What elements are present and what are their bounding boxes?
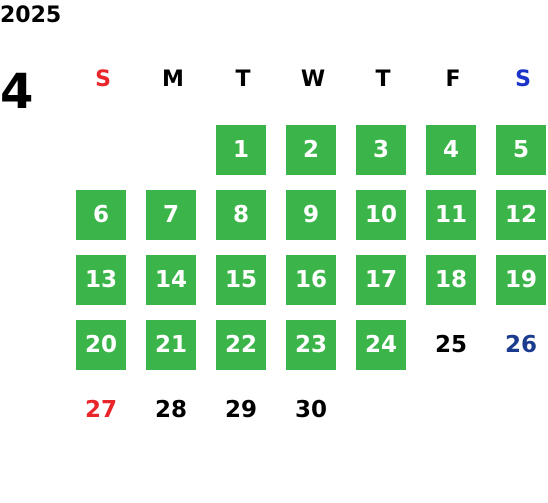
- day-5[interactable]: 5: [496, 125, 546, 175]
- day-27[interactable]: 27: [84, 397, 117, 423]
- day-30[interactable]: 30: [294, 397, 327, 423]
- day-28[interactable]: 28: [154, 397, 187, 423]
- day-20[interactable]: 20: [76, 320, 126, 370]
- day-1[interactable]: 1: [216, 125, 266, 175]
- day-13[interactable]: 13: [76, 255, 126, 305]
- weekday-4: T: [375, 67, 391, 92]
- day-3[interactable]: 3: [356, 125, 406, 175]
- day-7[interactable]: 7: [146, 190, 196, 240]
- day-16[interactable]: 16: [286, 255, 336, 305]
- weekday-0: S: [95, 67, 111, 92]
- day-15[interactable]: 15: [216, 255, 266, 305]
- weekday-2: T: [235, 67, 251, 92]
- month-label: 4: [0, 64, 34, 120]
- year-label: 2025: [0, 3, 62, 28]
- day-29[interactable]: 29: [224, 397, 257, 423]
- day-6[interactable]: 6: [76, 190, 126, 240]
- day-14[interactable]: 14: [146, 255, 196, 305]
- day-12[interactable]: 12: [496, 190, 546, 240]
- day-11[interactable]: 11: [426, 190, 476, 240]
- day-23[interactable]: 23: [286, 320, 336, 370]
- weekday-6: S: [515, 67, 531, 92]
- day-26[interactable]: 26: [504, 332, 537, 358]
- day-8[interactable]: 8: [216, 190, 266, 240]
- day-9[interactable]: 9: [286, 190, 336, 240]
- day-4[interactable]: 4: [426, 125, 476, 175]
- day-10[interactable]: 10: [356, 190, 406, 240]
- weekday-3: W: [300, 67, 326, 92]
- day-2[interactable]: 2: [286, 125, 336, 175]
- day-24[interactable]: 24: [356, 320, 406, 370]
- weekday-5: F: [445, 67, 461, 92]
- weekday-1: M: [162, 67, 184, 92]
- day-25[interactable]: 25: [434, 332, 467, 358]
- day-17[interactable]: 17: [356, 255, 406, 305]
- day-22[interactable]: 22: [216, 320, 266, 370]
- day-19[interactable]: 19: [496, 255, 546, 305]
- day-18[interactable]: 18: [426, 255, 476, 305]
- day-21[interactable]: 21: [146, 320, 196, 370]
